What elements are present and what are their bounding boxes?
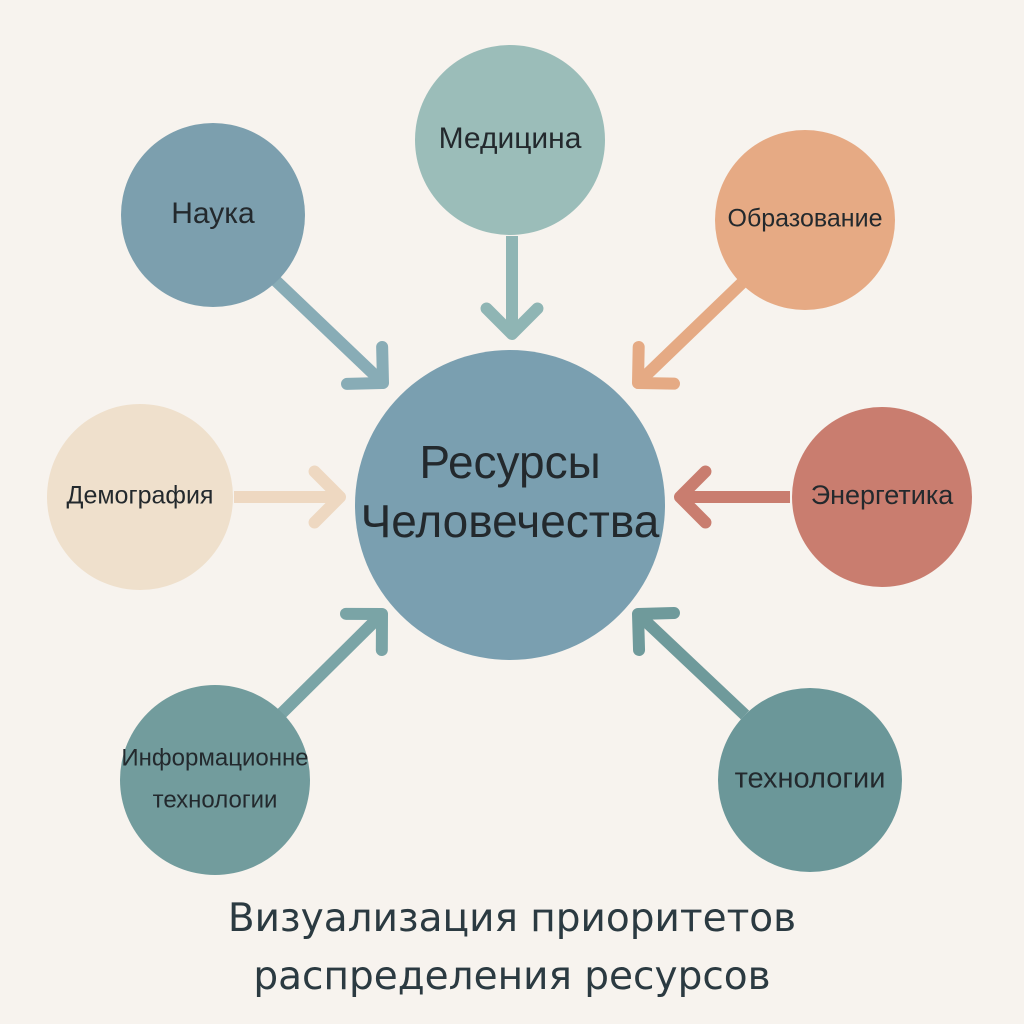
node-education: Образование: [715, 130, 895, 310]
arrow-information-technology: [275, 607, 388, 720]
arrow-shaft: [636, 275, 750, 385]
center-label-line2: Человечества: [361, 495, 660, 547]
node-label: технологии: [153, 786, 278, 813]
node-label: Образование: [728, 205, 883, 233]
arrow-head-icon: [340, 607, 388, 656]
node-demography: Демография: [47, 404, 233, 590]
node-circle: [120, 685, 310, 875]
node-circle: [121, 123, 305, 307]
node-science: Наука: [121, 123, 305, 307]
center-label-line1: Ресурсы: [419, 436, 600, 488]
arrow-science: [270, 275, 389, 390]
node-circle: [718, 688, 902, 872]
title-line2: распределения ресурсов: [253, 954, 771, 999]
arrow-head-icon: [632, 341, 680, 390]
node-information-technology: Информационне технологии: [120, 685, 310, 875]
center-circle: [355, 350, 665, 660]
node-circle: [792, 407, 972, 587]
arrow-head-icon: [674, 465, 712, 529]
node-energy: Энергетика: [792, 407, 972, 587]
node-medicine: Медицина: [415, 45, 605, 235]
arrow-head-icon: [308, 465, 346, 529]
center-node: Ресурсы Человечества: [355, 350, 665, 660]
node-circle: [47, 404, 233, 590]
arrow-head-icon: [632, 606, 680, 656]
title-line1: Визуализация приоритетов: [227, 896, 797, 941]
node-label: Энергетика: [811, 480, 955, 510]
arrow-energy: [674, 465, 790, 529]
arrow-head-icon: [480, 302, 544, 340]
arrow-shaft: [275, 612, 384, 720]
node-technology: технологии: [718, 688, 902, 872]
arrow-technology: [632, 606, 750, 720]
arrow-medicine: [480, 236, 544, 340]
arrow-education: [632, 275, 750, 390]
page-title: Визуализация приоритетов распределения р…: [0, 890, 1024, 1006]
arrow-shaft: [270, 275, 385, 385]
node-label: Наука: [171, 197, 255, 230]
arrow-shaft: [636, 612, 750, 720]
node-label: Информационне: [121, 744, 308, 771]
arrow-head-icon: [341, 341, 389, 390]
node-circle: [715, 130, 895, 310]
node-circle: [415, 45, 605, 235]
node-label: технологии: [735, 763, 886, 795]
node-label: Медицина: [439, 122, 582, 155]
arrow-demography: [234, 465, 346, 529]
node-label: Демография: [67, 482, 214, 510]
